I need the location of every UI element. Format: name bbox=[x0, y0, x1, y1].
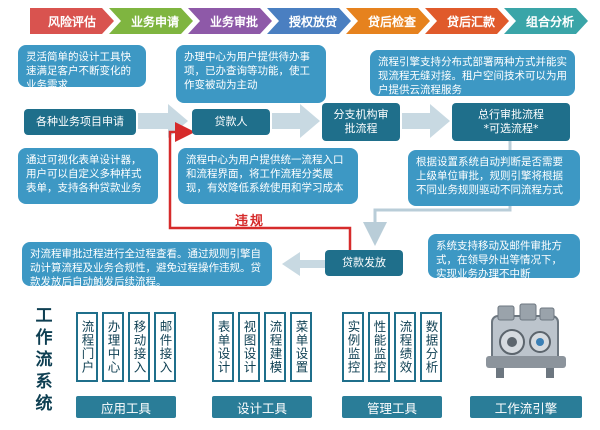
tool-item: 性能监控 bbox=[368, 312, 390, 382]
stage-1: 风险评估 bbox=[30, 8, 114, 34]
engine-icon bbox=[486, 303, 566, 378]
tool-group-label: 设计工具 bbox=[212, 396, 312, 418]
stage-4: 授权放贷 bbox=[267, 8, 351, 34]
tool-group-label: 管理工具 bbox=[342, 396, 442, 418]
stage-6: 贷后汇款 bbox=[425, 8, 509, 34]
violation-label: 违规 bbox=[235, 214, 266, 229]
tool-item: 移动接入 bbox=[128, 312, 150, 382]
node-branch-approval: 分支机构审批流程 bbox=[322, 103, 400, 141]
node-business-apply: 各种业务项目申请 bbox=[24, 109, 136, 135]
tool-item: 视图设计 bbox=[238, 312, 260, 382]
note-mobile: 系统支持移动及邮件审批方式，在领导外出等情况下，实现业务办理不中断 bbox=[428, 234, 580, 280]
system-title: 工作流系统 bbox=[35, 306, 53, 414]
tool-group-label: 应用工具 bbox=[76, 396, 176, 418]
stage-7: 组合分析 bbox=[504, 8, 588, 34]
note-monitor: 对流程审批过程进行全过程查看。通过规则引擎自动计算流程及业务合规性，避免过程操作… bbox=[22, 242, 272, 288]
note-visual-form: 通过可视化表单设计器，用户可以自定义多种样式表单，支持各种贷款业务 bbox=[18, 148, 158, 204]
tool-group-label: 工作流引擎 bbox=[470, 396, 582, 418]
stage-2: 业务申请 bbox=[109, 8, 193, 34]
arrow-branch-to-head bbox=[402, 104, 450, 138]
head-office-title: 总行审批流程 bbox=[478, 108, 544, 121]
note-org-rules: 根据设置系统自动判断是否需要上级单位审批，规则引擎将根据不同业务规则驱动不同流程… bbox=[408, 150, 580, 206]
node-loan-disbursement: 贷款发放 bbox=[325, 250, 403, 276]
node-head-office-approval: 总行审批流程 *可选流程* bbox=[452, 103, 570, 141]
arrow-disburse-to-monitor bbox=[282, 252, 325, 276]
arrow-borrower-to-branch bbox=[272, 104, 320, 138]
note-flow-center: 流程中心为用户提供统一流程入口和流程界面，将工作流程分类展现，有效降低系统使用和… bbox=[178, 148, 358, 204]
note-design-tool: 灵活简单的设计工具快速满足客户不断变化的业务需求 bbox=[18, 45, 146, 91]
tool-item: 流程门户 bbox=[76, 312, 98, 382]
note-engine-distributed: 流程引擎支持分布式部署两种方式并能实现流程无缝对接。租户空间技术可以为用户提供云… bbox=[370, 50, 575, 96]
tool-item: 办理中心 bbox=[102, 312, 124, 382]
violation-path bbox=[168, 122, 352, 255]
stage-3: 业务审批 bbox=[188, 8, 272, 34]
head-office-optional: *可选流程* bbox=[483, 122, 539, 135]
tool-item: 流程建模 bbox=[264, 312, 286, 382]
tool-item: 流程绩效 bbox=[394, 312, 416, 382]
stage-5: 贷后检查 bbox=[346, 8, 430, 34]
tool-item: 邮件接入 bbox=[154, 312, 176, 382]
tool-item: 数据分析 bbox=[420, 312, 442, 382]
tool-item: 菜单设置 bbox=[290, 312, 312, 382]
node-borrower: 贷款人 bbox=[192, 109, 270, 135]
tool-item: 实例监控 bbox=[342, 312, 364, 382]
tool-item: 表单设计 bbox=[212, 312, 234, 382]
note-office-center: 办理中心为用户提供待办事项，已办查询等功能，使工作变被动为主动 bbox=[176, 45, 326, 103]
